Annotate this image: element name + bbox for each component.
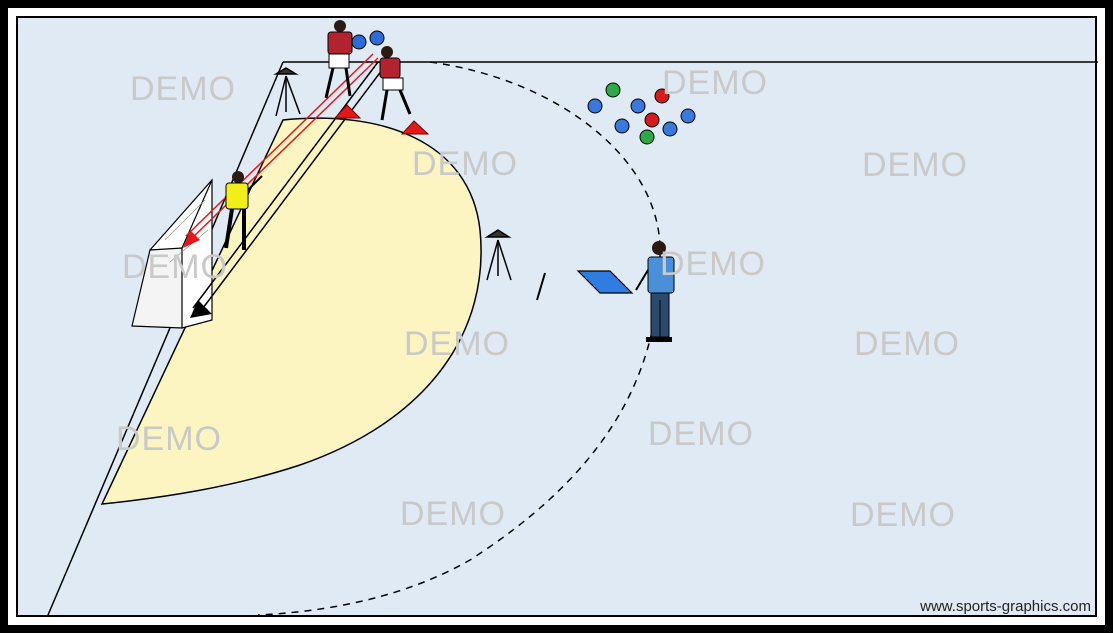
watermark: DEMO: [862, 146, 968, 184]
watermark: DEMO: [412, 145, 518, 183]
ball-icon: [614, 118, 630, 134]
goal-area: [100, 117, 482, 505]
watermark: DEMO: [122, 248, 228, 286]
side-line: [47, 61, 284, 616]
seven-meter-mark: [536, 272, 546, 301]
free-throw-line: [257, 61, 661, 616]
ball-icon: [639, 129, 655, 145]
watermark: DEMO: [850, 496, 956, 534]
ball-pile: [587, 82, 696, 145]
tablet-icon: [576, 270, 634, 294]
watermark: DEMO: [404, 325, 510, 363]
tripod-stand-icon: [273, 67, 301, 117]
ball-icon: [630, 98, 646, 114]
ball-icon: [680, 108, 696, 124]
cone-icon: [400, 120, 430, 135]
pass-arrow: [183, 53, 379, 248]
watermark: DEMO: [662, 64, 768, 102]
handball-player-icon: [369, 30, 412, 121]
source-credit: www.sports-graphics.com: [920, 598, 1091, 615]
goalkeeper-icon: [224, 171, 263, 250]
ball-icon: [644, 112, 660, 128]
watermark: DEMO: [648, 415, 754, 453]
ball-icon: [605, 82, 621, 98]
tripod-stand-icon: [484, 229, 512, 281]
watermark: DEMO: [130, 70, 236, 108]
ball-icon: [654, 88, 670, 104]
watermark: DEMO: [400, 495, 506, 533]
cone-icon: [333, 104, 362, 119]
watermark: DEMO: [854, 325, 960, 363]
handball-player-icon: [324, 20, 367, 99]
watermark: DEMO: [116, 420, 222, 458]
watermark: DEMO: [660, 245, 766, 283]
ball-icon: [587, 98, 603, 114]
shot-arrow: [190, 61, 386, 318]
coach-with-tablet-icon: [576, 241, 675, 342]
goal-icon: [131, 178, 213, 329]
ball-icon: [662, 121, 678, 137]
